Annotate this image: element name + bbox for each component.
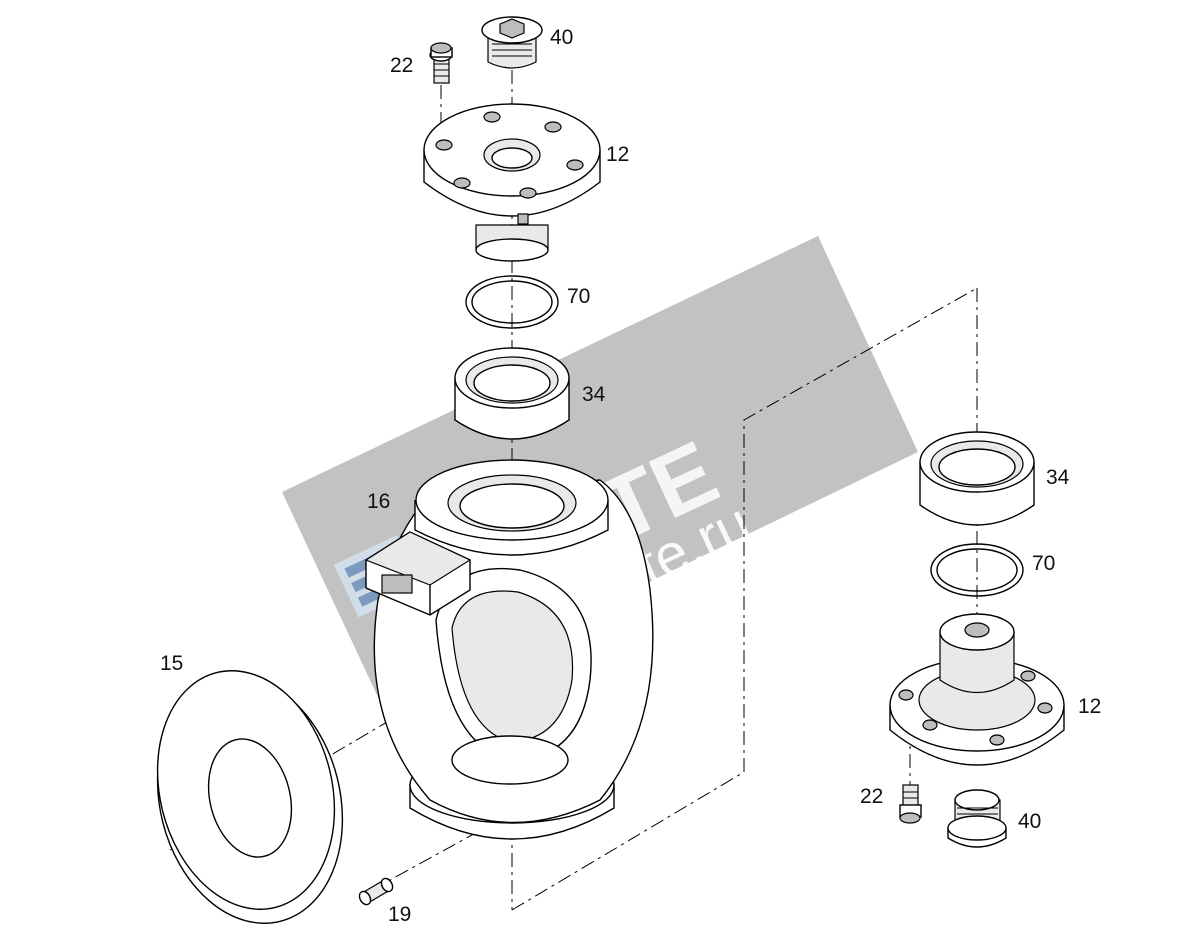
label-top-bearing: 34 [582, 383, 606, 406]
right-flange [889, 613, 1065, 766]
label-top-flange: 12 [606, 143, 629, 166]
right-screw [899, 784, 922, 824]
right-bearing [919, 431, 1035, 526]
top-oring [465, 275, 559, 329]
label-right-bearing: 34 [1046, 466, 1070, 489]
label-right-oring: 70 [1032, 552, 1055, 575]
right-plug [947, 789, 1007, 848]
part-labels: 40 22 12 70 34 16 15 19 34 70 12 22 40 [160, 26, 1101, 926]
label-disc: 15 [160, 652, 183, 675]
label-top-screw: 22 [390, 54, 413, 77]
transfer-line [511, 287, 978, 911]
top-plug [481, 16, 543, 69]
label-right-flange: 12 [1078, 695, 1101, 718]
pin [358, 877, 394, 906]
top-screw [429, 42, 453, 84]
label-pin: 19 [388, 903, 411, 926]
top-bearing [454, 347, 570, 440]
housing [364, 459, 654, 840]
right-oring [930, 543, 1024, 597]
label-right-plug: 40 [1018, 810, 1041, 833]
label-top-oring: 70 [567, 285, 590, 308]
label-housing: 16 [367, 490, 390, 513]
disc [156, 670, 344, 924]
label-right-screw: 22 [860, 785, 883, 808]
top-flange [423, 103, 601, 262]
label-top-plug: 40 [550, 26, 573, 49]
